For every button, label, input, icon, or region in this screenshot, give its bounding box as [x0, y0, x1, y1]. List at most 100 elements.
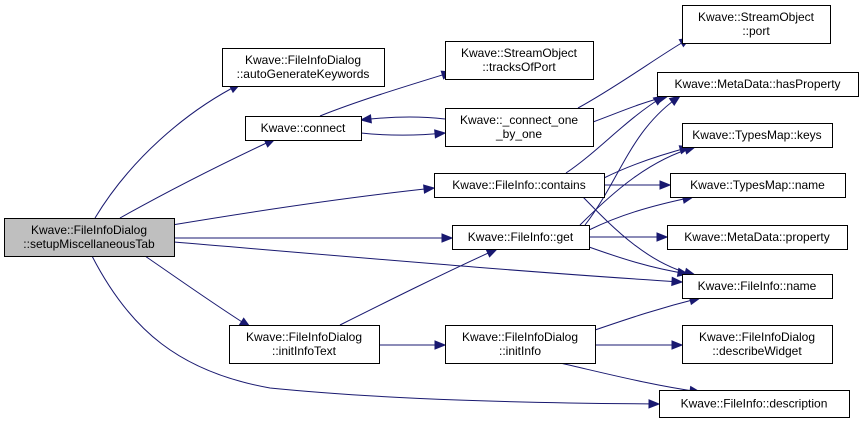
arrowhead-icon [671, 340, 684, 350]
node-label: ::setupMiscellaneousTab [23, 237, 155, 251]
arrowhead-icon [659, 180, 672, 190]
arrowhead-icon [652, 95, 666, 106]
edge-initinfo-to-description [559, 362, 702, 396]
node-label: Kwave::FileInfoDialog [31, 223, 147, 237]
node-keys[interactable]: Kwave::TypesMap::keys [682, 123, 833, 148]
node-label: ::autoGenerateKeywords [237, 67, 370, 81]
node-box[interactable] [682, 123, 833, 148]
edge-line [173, 241, 683, 283]
node-root[interactable]: Kwave::FileInfoDialog::setupMiscellaneou… [4, 218, 175, 257]
edge-get-to-keys [579, 145, 697, 226]
node-label: Kwave::TypesMap::name [690, 178, 825, 192]
node-describewidget[interactable]: Kwave::FileInfoDialog::describeWidget [682, 325, 833, 364]
arrowhead-icon [359, 114, 372, 124]
node-description[interactable]: Kwave::FileInfo::description [659, 390, 850, 418]
node-box[interactable] [4, 218, 175, 257]
node-box[interactable] [659, 390, 850, 418]
node-tracksofport[interactable]: Kwave::StreamObject::tracksOfPort [445, 41, 594, 80]
edge-contains-to-hasproperty [565, 95, 666, 174]
node-label: Kwave::FileInfo::name [698, 279, 817, 293]
node-box[interactable] [245, 116, 362, 141]
node-label: Kwave::FileInfo::get [468, 230, 574, 244]
arrowhead-icon [434, 340, 447, 350]
edge-contains-to-typesname [604, 180, 672, 190]
node-label: Kwave::FileInfoDialog [246, 330, 362, 344]
edge-root-to-connect [119, 138, 277, 219]
node-label: ::initInfo [499, 344, 541, 358]
node-box[interactable] [445, 325, 596, 364]
node-property[interactable]: Kwave::MetaData::property [667, 225, 848, 250]
node-label: _by_one [495, 127, 542, 141]
nodes-layer: Kwave::FileInfoDialog::setupMiscellaneou… [4, 5, 859, 418]
node-box[interactable] [657, 72, 859, 97]
edge-line [588, 196, 694, 231]
edge-get-to-fileinfoname [588, 246, 690, 277]
node-label: Kwave::_connect_one [460, 113, 578, 127]
edge-root-to-fileinfoname [173, 241, 684, 287]
node-label: Kwave::TypesMap::keys [692, 128, 821, 142]
arrowhead-icon [485, 248, 499, 258]
node-box[interactable] [434, 173, 605, 198]
node-fileinfoname[interactable]: Kwave::FileInfo::name [682, 274, 833, 299]
node-connect[interactable]: Kwave::connect [245, 116, 362, 141]
edge-initinfo-to-fileinfoname [594, 295, 702, 331]
node-box[interactable] [682, 274, 833, 299]
node-label: ::port [742, 24, 770, 38]
node-label: Kwave::MetaData::property [684, 230, 829, 244]
edge-root-to-description [91, 255, 661, 409]
arrowhead-icon [671, 276, 684, 287]
node-box[interactable] [667, 225, 848, 250]
edge-line [559, 362, 701, 393]
node-connect_one[interactable]: Kwave::_connect_one_by_one [445, 108, 594, 147]
edges-layer [91, 37, 702, 409]
node-typesname[interactable]: Kwave::TypesMap::name [670, 173, 846, 198]
arrowhead-icon [423, 184, 436, 194]
edge-line [339, 248, 498, 326]
node-hasproperty[interactable]: Kwave::MetaData::hasProperty [657, 72, 859, 97]
arrowhead-icon [434, 129, 447, 139]
node-label: ::tracksOfPort [482, 60, 556, 74]
edge-line [360, 116, 446, 121]
node-box[interactable] [445, 41, 594, 80]
node-box[interactable] [229, 325, 380, 364]
node-label: Kwave::FileInfo::description [681, 397, 828, 411]
edge-get-to-hasproperty [584, 95, 682, 226]
edge-line [94, 83, 241, 219]
edge-root-to-initinfotext [144, 255, 252, 328]
edge-initinfotext-to-get [339, 248, 499, 326]
node-label: Kwave::StreamObject [461, 46, 578, 60]
edge-get-to-typesname [588, 194, 695, 231]
node-initinfotext[interactable]: Kwave::FileInfoDialog::initInfoText [229, 325, 380, 364]
edge-line [91, 255, 660, 405]
node-get[interactable]: Kwave::FileInfo::get [452, 225, 590, 250]
node-label: ::describeWidget [712, 344, 802, 358]
edge-root-to-autogen [94, 83, 242, 219]
node-box[interactable] [682, 325, 833, 364]
node-label: Kwave::FileInfo::contains [452, 178, 585, 192]
arrowhead-icon [441, 233, 454, 243]
edge-line [594, 297, 701, 331]
edge-line [360, 132, 446, 136]
node-box[interactable] [682, 5, 831, 44]
node-box[interactable] [222, 48, 385, 87]
node-autogen[interactable]: Kwave::FileInfoDialog::autoGenerateKeywo… [222, 48, 385, 87]
edge-initinfotext-to-initinfo [379, 340, 447, 350]
node-initinfo[interactable]: Kwave::FileInfoDialog::initInfo [445, 325, 596, 364]
edge-line [119, 138, 276, 219]
node-label: Kwave::FileInfoDialog [699, 330, 815, 344]
arrowhead-icon [648, 399, 661, 409]
node-label: Kwave::FileInfoDialog [462, 330, 578, 344]
node-port[interactable]: Kwave::StreamObject::port [682, 5, 831, 44]
edge-line [319, 71, 453, 117]
edge-initinfo-to-describewidget [595, 340, 684, 350]
edge-line [565, 95, 665, 174]
edge-line [588, 246, 689, 275]
node-box[interactable] [452, 225, 590, 250]
node-label: Kwave::FileInfoDialog [245, 53, 361, 67]
node-box[interactable] [670, 173, 846, 198]
node-contains[interactable]: Kwave::FileInfo::contains [434, 173, 605, 198]
edge-line [579, 146, 696, 226]
node-box[interactable] [445, 108, 594, 147]
edge-get-to-property [589, 232, 669, 242]
